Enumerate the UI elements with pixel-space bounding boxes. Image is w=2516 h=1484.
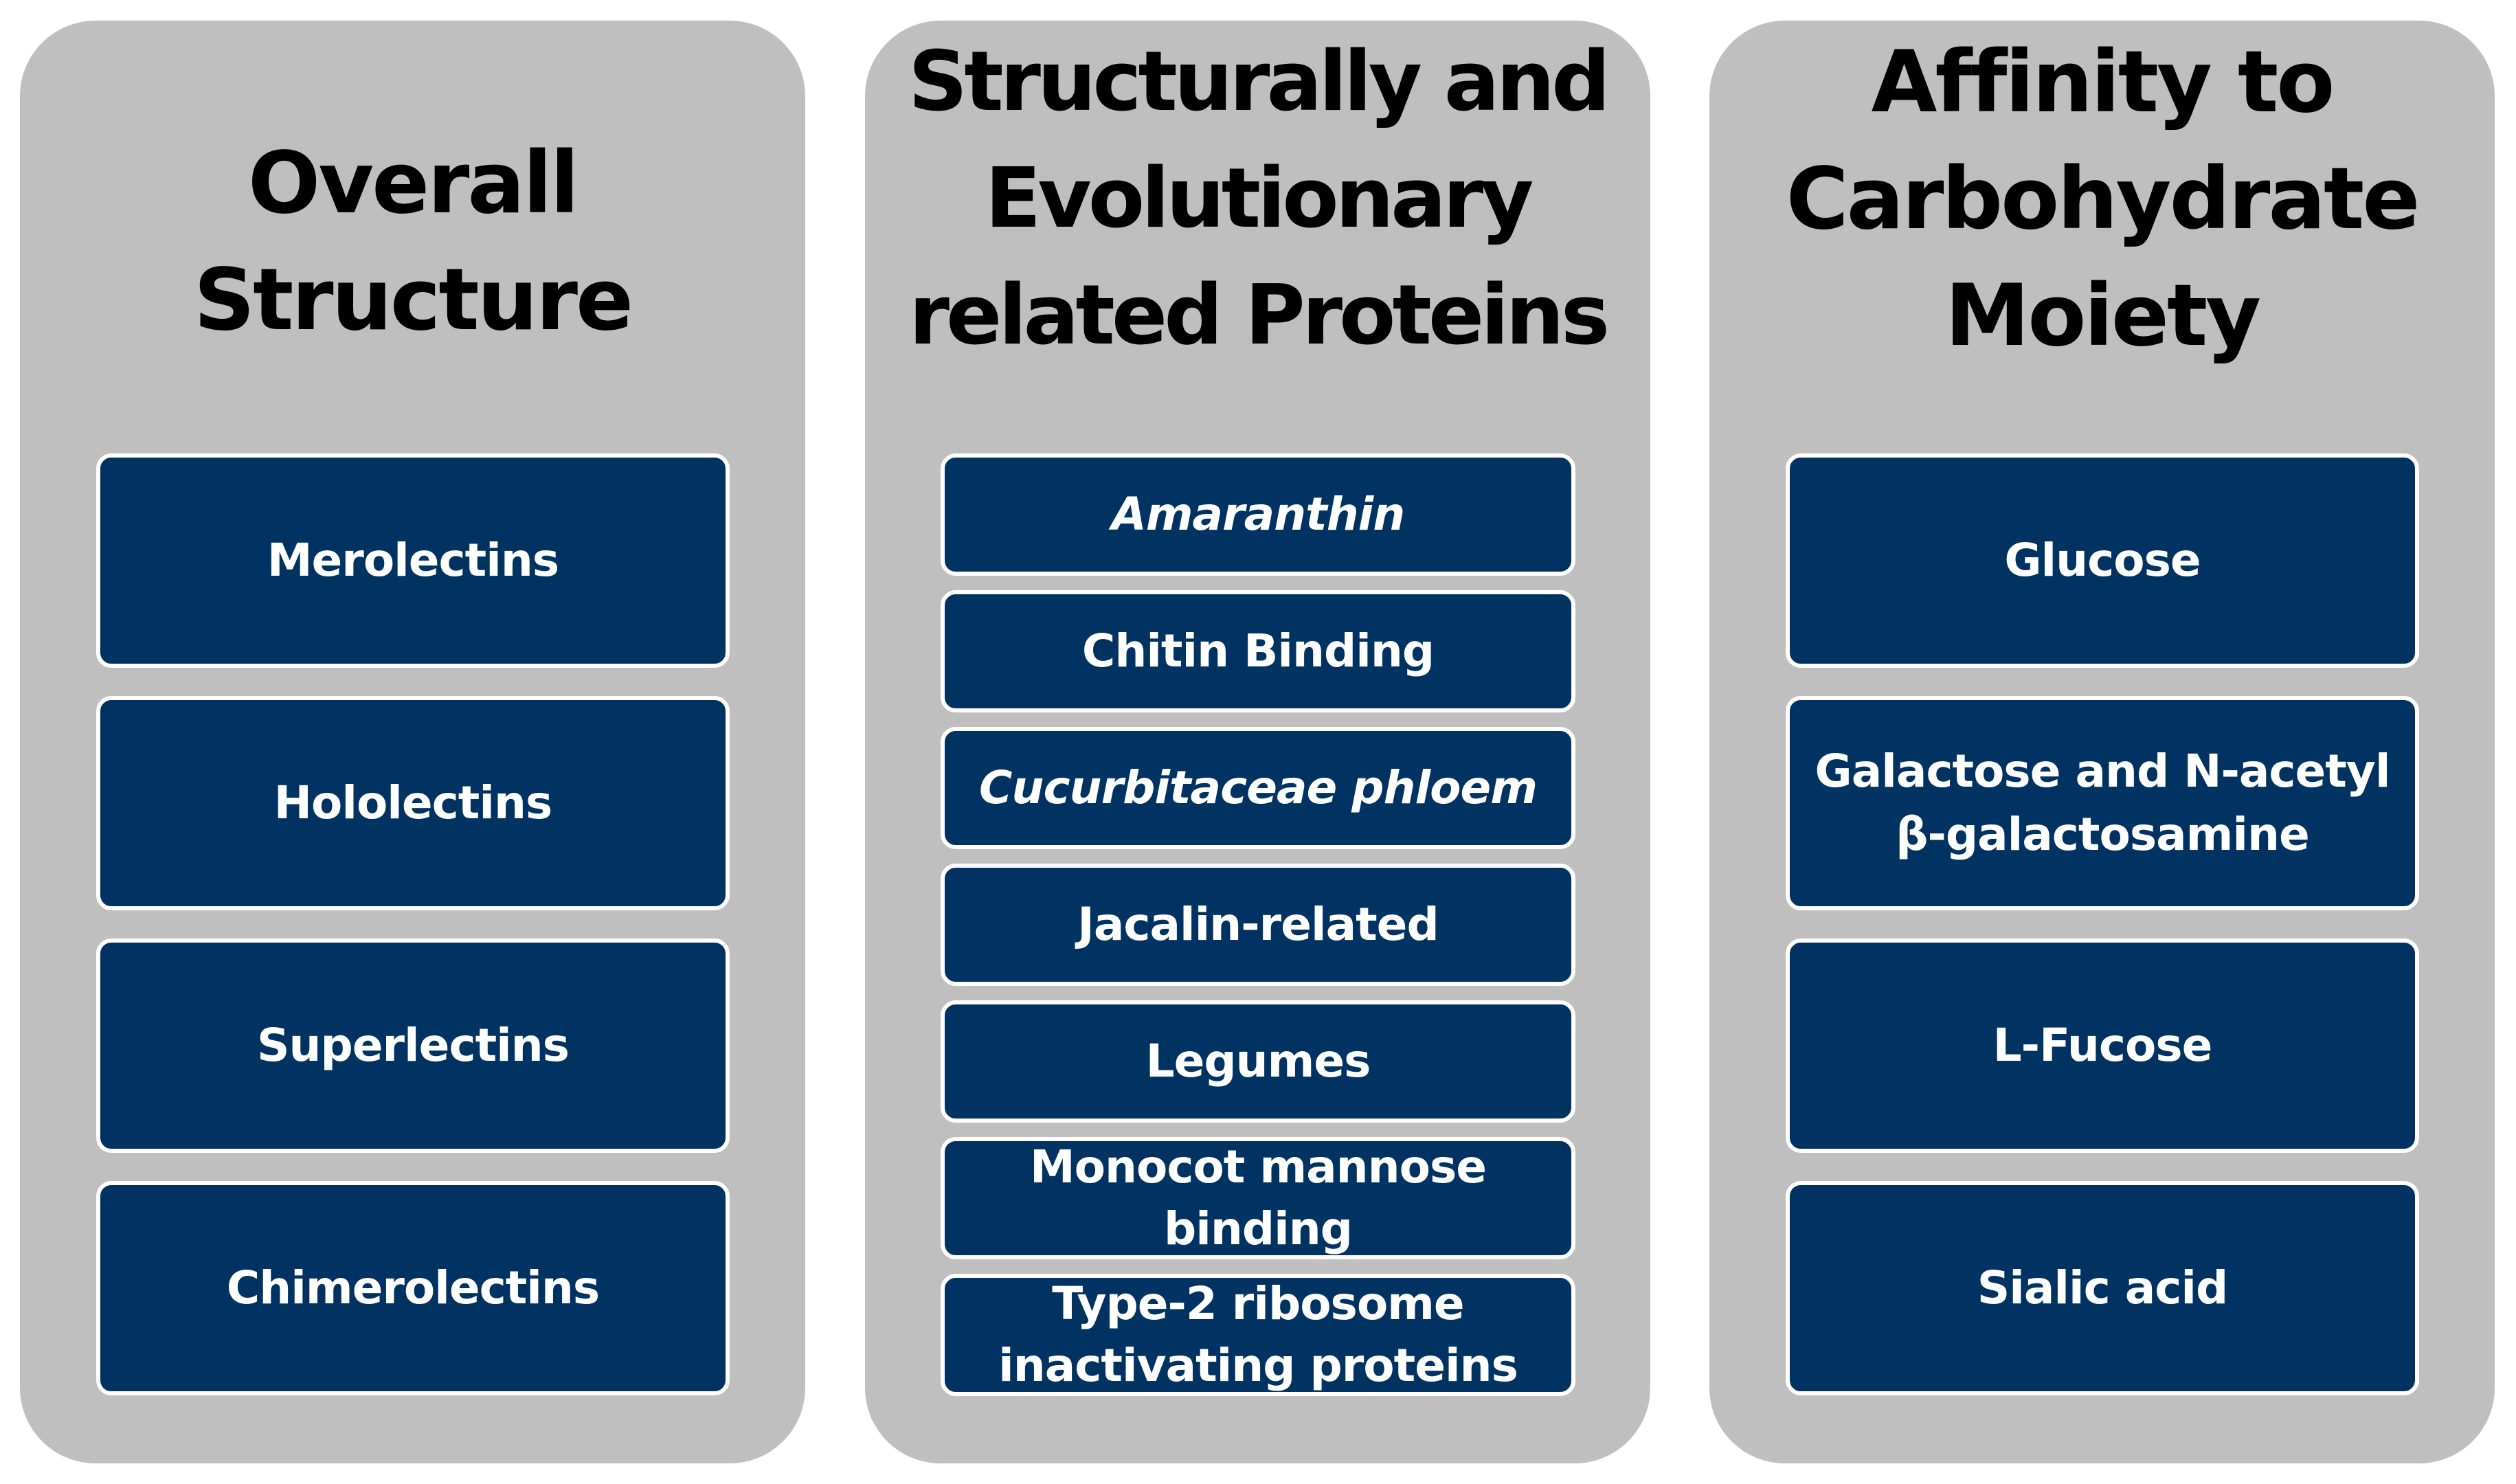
category-box-galactose: Galactose and N-acetyl β-galactosamine [1786, 696, 2419, 910]
category-label: Chitin Binding [1081, 625, 1435, 677]
category-label: Amaranthin [1111, 488, 1406, 541]
category-label: Superlectins [256, 1019, 570, 1072]
category-box-hololectins: Hololectins [96, 696, 730, 910]
category-box-jacalin-related: Jacalin-related [941, 864, 1575, 986]
column-overall-structure: Overall Structure Merolectins Hololectin… [20, 21, 805, 1463]
category-box-cucurbitaceae-phloem: Cucurbitaceae phloem [941, 727, 1575, 849]
category-box-merolectins: Merolectins [96, 453, 730, 668]
column-title: Structurally and Evolutionary related Pr… [908, 34, 1610, 363]
column-title: Affinity to Carbohydrate Moiety [1786, 33, 2420, 366]
category-label: Hololectins [273, 776, 552, 829]
category-box-sialic-acid: Sialic acid [1786, 1181, 2419, 1395]
category-box-monocot-mannose-binding: Monocot mannose binding [941, 1137, 1575, 1259]
category-box-amaranthin: Amaranthin [941, 453, 1575, 576]
category-box-chimerolectins: Chimerolectins [96, 1181, 730, 1395]
category-label: Monocot mannose binding [1029, 1140, 1487, 1255]
category-label: Chimerolectins [226, 1261, 600, 1314]
category-label: Cucurbitaceae phloem [979, 761, 1538, 814]
category-box-legumes: Legumes [941, 1000, 1575, 1123]
category-label: Glucose [2004, 534, 2201, 587]
category-box-l-fucose: L-Fucose [1786, 938, 2419, 1153]
category-label: Merolectins [267, 534, 559, 587]
category-box-glucose: Glucose [1786, 453, 2419, 668]
category-box-type2-rip: Type-2 ribosome inactivating proteins [941, 1274, 1575, 1396]
category-label: Galactose and N-acetyl β-galactosamine [1815, 745, 2391, 861]
category-label: Jacalin-related [1077, 898, 1439, 951]
column-title: Overall Structure [193, 134, 633, 350]
column-carbohydrate-affinity: Affinity to Carbohydrate Moiety Glucose … [1709, 21, 2495, 1463]
category-box-superlectins: Superlectins [96, 938, 730, 1153]
category-label: L-Fucose [1992, 1019, 2213, 1072]
column-structural-evolutionary: Structurally and Evolutionary related Pr… [865, 21, 1650, 1463]
category-box-chitin-binding: Chitin Binding [941, 590, 1575, 712]
category-label: Type-2 ribosome inactivating proteins [998, 1277, 1518, 1392]
category-label: Legumes [1145, 1035, 1371, 1088]
category-label: Sialic acid [1977, 1261, 2229, 1314]
